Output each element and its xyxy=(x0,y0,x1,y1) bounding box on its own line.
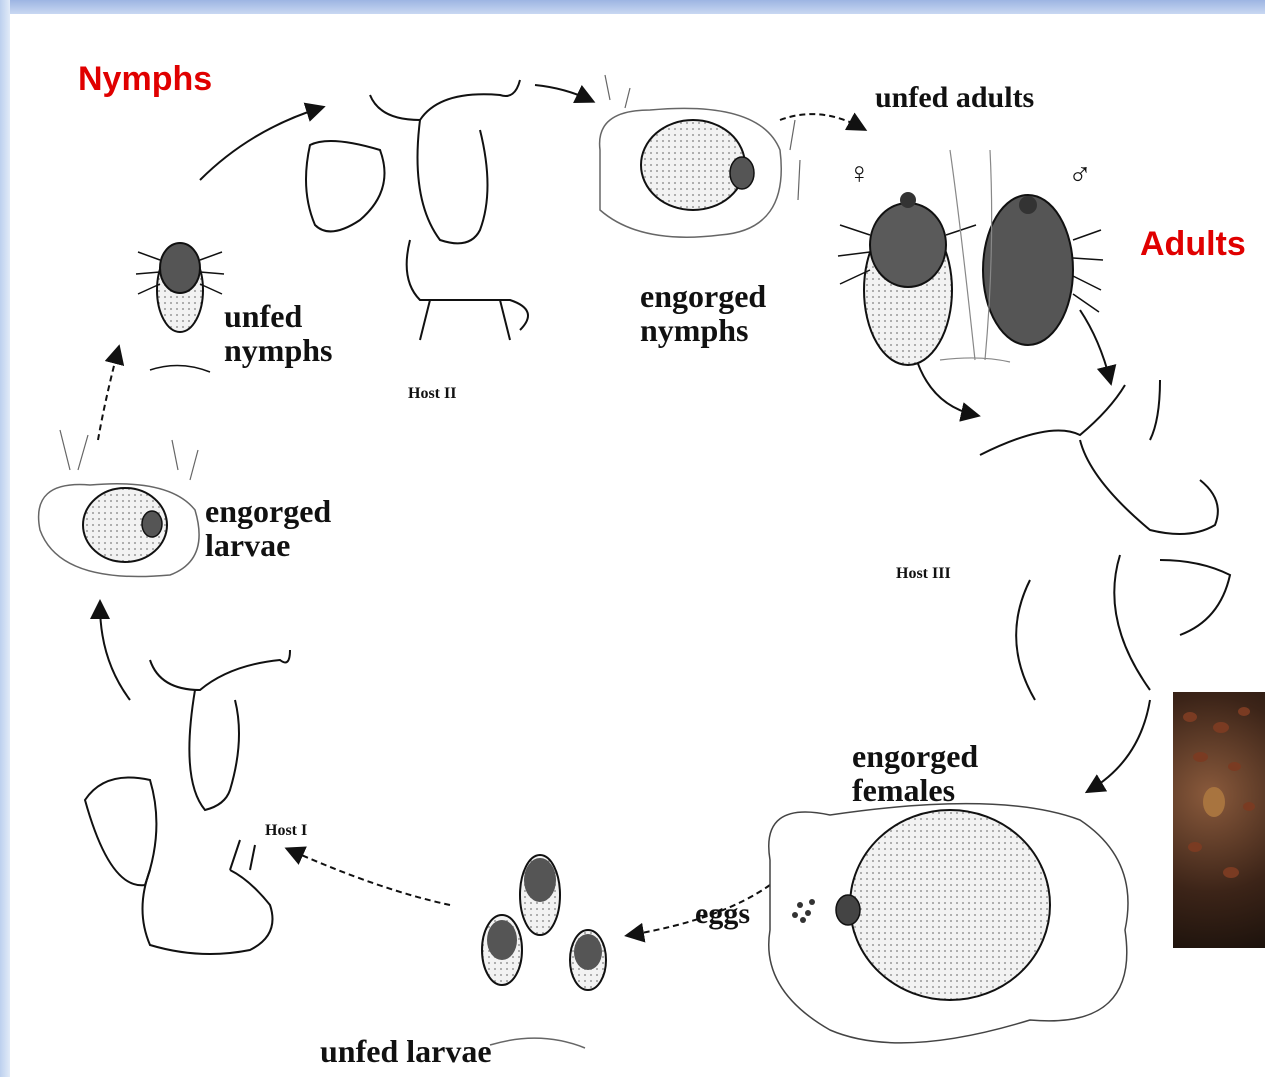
male-symbol: ♂ xyxy=(1068,158,1092,192)
unfed-larvae-label: unfed larvae xyxy=(320,1035,492,1069)
female-symbol: ♀ xyxy=(848,158,871,190)
arrow-unfed-nymphs-to-host2 xyxy=(200,108,320,180)
unfed-adults-label: unfed adults xyxy=(875,82,1034,114)
unfed-nymphs-line-1: unfed xyxy=(224,300,333,334)
engorged-nymphs-label: engorged nymphs xyxy=(640,280,766,347)
unfed-nymph-tick xyxy=(136,243,224,372)
arrow-host1-to-engorged-larvae xyxy=(100,605,130,700)
engorged-females-line-2: females xyxy=(852,774,978,808)
unfed-nymphs-label: unfed nymphs xyxy=(224,300,333,367)
unfed-adult-female-tick xyxy=(838,192,976,365)
arrow-host2-to-engorged-nymphs xyxy=(535,85,590,100)
host-2-label: Host II xyxy=(408,385,456,403)
arrow-host3-to-engorged-females xyxy=(1090,700,1150,790)
engorged-larva-tick xyxy=(39,430,200,577)
unfed-larvae-ticks xyxy=(482,855,606,1048)
unfed-nymphs-line-2: nymphs xyxy=(224,334,333,368)
arrow-engorged-larvae-to-unfed-nymphs xyxy=(98,350,118,440)
engorged-nymphs-line-2: nymphs xyxy=(640,314,766,348)
arrow-engorged-nymphs-to-adults xyxy=(780,114,862,128)
engorged-larvae-label: engorged larvae xyxy=(205,495,331,562)
engorged-nymph-tick xyxy=(600,75,800,237)
host-1-label: Host I xyxy=(265,822,307,840)
engorged-larvae-line-1: engorged xyxy=(205,495,331,529)
tick-infestation-photo xyxy=(1173,692,1265,948)
arrow-unfed-larvae-to-host1 xyxy=(290,850,450,905)
host-3-animals xyxy=(980,380,1230,700)
engorged-females-line-1: engorged xyxy=(852,740,978,774)
host-1-animals xyxy=(85,650,290,954)
engorged-larvae-line-2: larvae xyxy=(205,529,331,563)
host-3-label: Host III xyxy=(896,565,951,583)
arrow-adults-to-host3-b xyxy=(915,355,975,415)
host-2-animals xyxy=(306,80,528,340)
nymphs-section-label: Nymphs xyxy=(78,60,212,99)
arrow-adults-to-host3-a xyxy=(1080,310,1110,380)
engorged-females-label: engorged females xyxy=(852,740,978,807)
eggs-label: eggs xyxy=(695,898,750,930)
adults-section-label: Adults xyxy=(1140,225,1246,264)
engorged-female-tick xyxy=(769,804,1128,1043)
engorged-nymphs-line-1: engorged xyxy=(640,280,766,314)
